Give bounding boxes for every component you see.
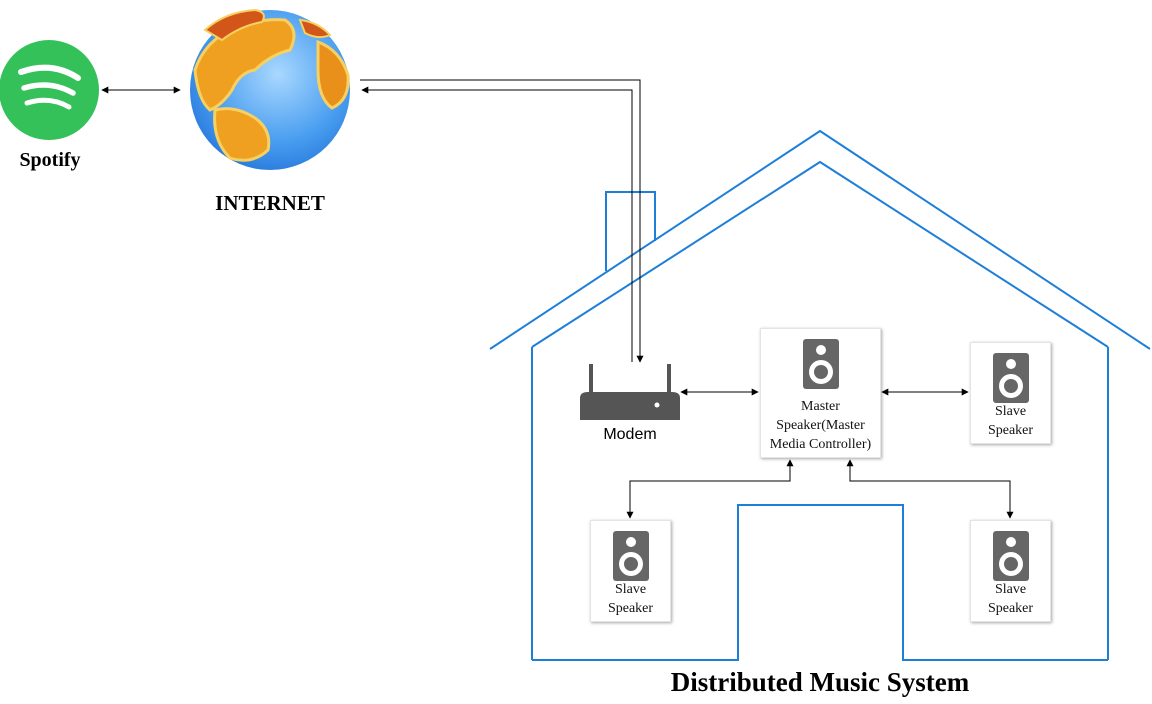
slave-speaker-right-node: Slave Speaker xyxy=(970,342,1051,444)
house-chimney xyxy=(605,191,656,271)
slave-speaker-bottom-right-node: Slave Speaker xyxy=(970,520,1051,622)
slave-speaker-bottom-left-node: Slave Speaker xyxy=(590,520,671,622)
master-speaker-line2: Speaker(Master xyxy=(776,418,865,433)
house-roof-inner xyxy=(531,160,1109,348)
master-slave-bottom-right-link xyxy=(846,459,1014,519)
master-slave-bottom-left-link xyxy=(626,459,794,519)
slave-bottom-right-line1: Slave xyxy=(994,582,1027,597)
house-outline xyxy=(489,129,1151,661)
master-speaker-node: Master Speaker(Master Media Controller) xyxy=(760,328,881,458)
slave-bottom-left-line2: Speaker xyxy=(607,601,654,616)
speaker-icon xyxy=(993,531,1029,581)
slave-bottom-right-line2: Speaker xyxy=(987,601,1034,616)
connectors xyxy=(101,79,1014,519)
house-roof-outer xyxy=(489,129,1151,350)
spotify-icon xyxy=(0,40,99,140)
speaker-icon xyxy=(803,339,839,389)
master-speaker-line1: Master xyxy=(801,399,840,414)
house-floor-with-door xyxy=(532,504,1108,661)
diagram-title: Distributed Music System xyxy=(670,667,970,697)
slave-right-line1: Slave xyxy=(994,404,1027,419)
speaker-icon xyxy=(613,531,649,581)
modem-internet-link-up xyxy=(361,86,633,362)
internet-modem-link-down xyxy=(360,79,644,363)
slave-right-line2: Speaker xyxy=(987,423,1034,438)
modem-label: Modem xyxy=(603,426,657,443)
spotify-label: Spotify xyxy=(19,149,81,171)
internet-globe-icon xyxy=(190,8,350,170)
internet-label: INTERNET xyxy=(215,191,325,215)
modem-icon xyxy=(580,364,680,420)
speaker-icon xyxy=(993,353,1029,403)
master-speaker-line3: Media Controller) xyxy=(769,437,872,452)
slave-bottom-left-line1: Slave xyxy=(614,582,647,597)
